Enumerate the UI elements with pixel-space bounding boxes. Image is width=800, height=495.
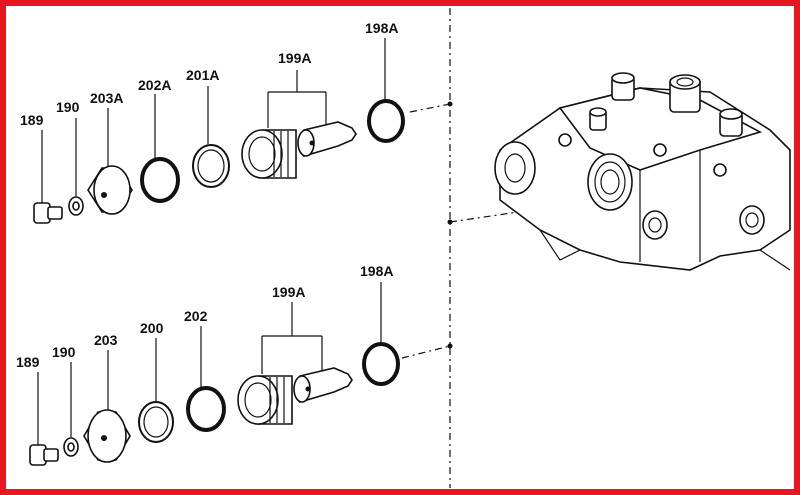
part-202-oring-bottom <box>186 326 226 432</box>
label-198a-top: 198A <box>365 20 398 36</box>
label-200-bottom: 200 <box>140 320 164 336</box>
label-199a-bottom: 199A <box>272 284 305 300</box>
bottom-centerline <box>401 345 451 359</box>
part-189-screw-bottom <box>29 372 59 466</box>
label-190-bottom: 190 <box>52 344 76 360</box>
part-200-ring-bottom <box>138 338 174 443</box>
part-199a-poppet-bottom <box>293 367 353 404</box>
part-203-cap-bottom <box>83 350 131 463</box>
label-203-bottom: 203 <box>94 332 118 348</box>
label-199a-top: 199A <box>278 50 311 66</box>
label-201a-top: 201A <box>186 67 219 83</box>
label-202-bottom: 202 <box>184 308 208 324</box>
part-199a-bracket-bottom <box>261 302 323 374</box>
bottom-centerline-dot <box>447 343 453 349</box>
part-202a-oring-top <box>140 94 180 203</box>
part-201a-ring-top <box>192 86 230 188</box>
label-202a-top: 202A <box>138 77 171 93</box>
part-198a-oring-bottom <box>362 282 400 386</box>
bottom-assembly: 189 190 203 200 202 199A 198A <box>16 263 453 466</box>
part-189-screw-top <box>33 130 63 224</box>
pump-head-illustration <box>494 72 791 271</box>
top-centerline-dot <box>447 101 453 107</box>
label-203a-top: 203A <box>90 90 123 106</box>
part-199a-valve-body-bottom <box>237 375 293 425</box>
part-199a-bracket-top <box>267 70 327 128</box>
part-198a-oring-top <box>367 38 405 143</box>
label-190-top: 190 <box>56 99 80 115</box>
part-190-washer-top <box>68 118 84 216</box>
pump-leader-dot <box>447 219 453 225</box>
part-203a-cap-top <box>87 108 133 215</box>
label-198a-bottom: 198A <box>360 263 393 279</box>
label-189-bottom: 189 <box>16 354 40 370</box>
part-199a-poppet-top <box>297 121 357 158</box>
label-189-top: 189 <box>20 112 44 128</box>
part-199a-valve-body-top <box>241 129 297 179</box>
top-assembly: 189 190 203A 202A 201A 199A 198A <box>20 20 601 225</box>
part-190-washer-bottom <box>63 362 79 457</box>
top-centerline-upper <box>409 103 451 113</box>
